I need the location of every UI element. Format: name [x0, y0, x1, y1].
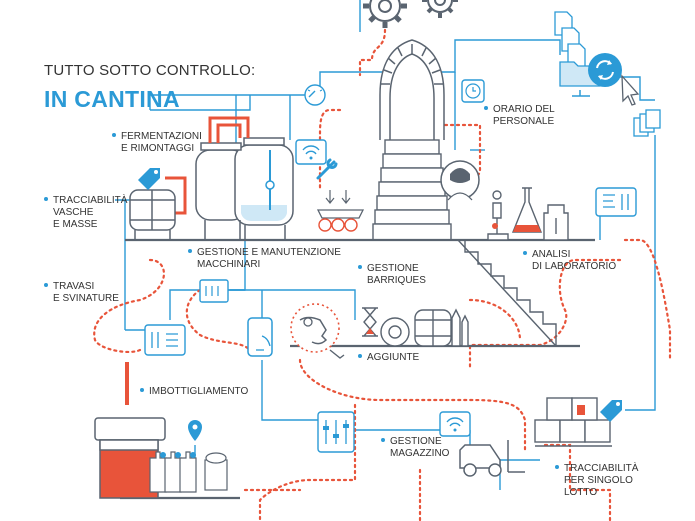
bullet-dot — [44, 283, 48, 288]
forklift-icon — [459, 440, 525, 477]
gear-icon — [422, 0, 458, 18]
label-gestione-macchinari: GESTIONE E MANUTENZIONE MACCHINARI — [188, 247, 341, 271]
bullet-dot — [381, 438, 385, 443]
bullet-dot — [555, 465, 559, 470]
pallet-boxes — [534, 397, 612, 447]
wifi-icon — [439, 411, 471, 437]
bullet-dot — [484, 106, 488, 111]
control-panel-icon — [595, 187, 637, 217]
documents-icon — [554, 11, 586, 68]
clock-icon — [461, 79, 485, 103]
barrel-icon — [129, 189, 176, 240]
staircase-top — [372, 139, 452, 241]
label-gestione-magazzino: GESTIONE MAGAZZINO — [381, 436, 449, 460]
title-line-2: IN CANTINA — [44, 86, 180, 112]
bullet-dot — [358, 265, 362, 270]
red-dotted-lines — [93, 0, 672, 521]
label-tracciabilita-vasche: TRACCIABILITÀ VASCHE E MASSE — [44, 195, 127, 231]
taster-face-icon — [290, 303, 345, 359]
control-panel-icon — [144, 324, 186, 356]
title-line-1: TUTTO SOTTO CONTROLLO: — [44, 62, 256, 79]
hourglass-icon — [362, 307, 378, 337]
fermentation-tanks — [165, 116, 294, 240]
label-gestione-barriques: GESTIONE BARRIQUES — [358, 263, 426, 287]
location-pin-icon — [188, 420, 202, 441]
label-travasi: TRAVASI E SVINATURE — [44, 281, 119, 305]
tag-icon — [600, 400, 622, 422]
flask-icon — [511, 187, 569, 241]
bullet-dot — [140, 388, 144, 393]
document-scanner-icon — [199, 279, 229, 303]
label-aggiunte: AGGIUNTE — [358, 352, 419, 364]
label-tracciabilita-lotto: TRACCIABILITÀ PER SINGOLO LOTTO — [555, 463, 638, 499]
bullet-dot — [358, 354, 362, 359]
bottling-machine — [94, 362, 228, 499]
microscope-icon — [487, 190, 509, 241]
label-orario: ORARIO DEL PERSONALE — [484, 104, 555, 128]
staircase-lower — [457, 239, 557, 347]
barriques — [380, 308, 469, 347]
bullet-dot — [188, 249, 192, 254]
tag-icon — [138, 168, 160, 190]
bullet-dot — [523, 251, 527, 256]
smartphone-icon — [247, 317, 273, 357]
bullet-dot — [44, 197, 48, 202]
cursor-icon — [621, 74, 640, 106]
gear-icon — [363, 0, 407, 28]
hopper-balls — [316, 190, 365, 232]
label-analisi: ANALISI DI LABORATORIO — [523, 249, 616, 273]
wifi-icon — [295, 139, 327, 165]
gauge-icon — [304, 84, 326, 106]
bullet-dot — [112, 133, 116, 138]
wrench-icon — [316, 158, 338, 180]
label-fermentazioni: FERMENTAZIONI E RIMONTAGGI — [112, 131, 202, 155]
documents-icon — [633, 109, 661, 137]
person-avatar-icon — [440, 160, 480, 201]
control-panel-icon — [317, 411, 355, 453]
stone-arch — [379, 39, 445, 140]
label-imbottigliamento: IMBOTTIGLIAMENTO — [140, 386, 248, 398]
folder-sync-icon — [559, 53, 622, 97]
